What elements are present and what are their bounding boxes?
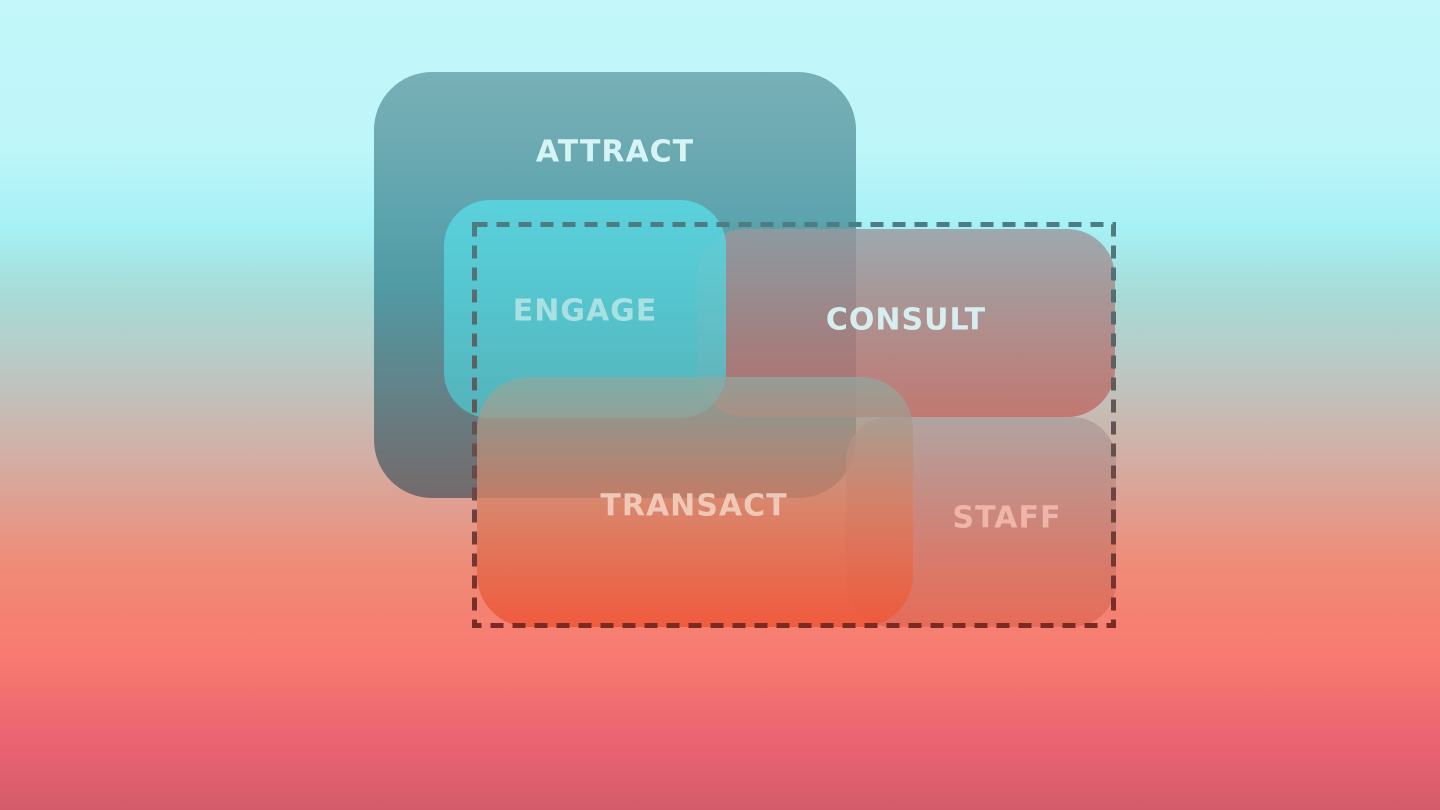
consult-label: CONSULT	[825, 302, 987, 338]
staff-label: STAFF	[952, 500, 1062, 536]
transact-region	[477, 377, 913, 627]
dashed-frame	[472, 222, 1116, 628]
attract-label: ATTRACT	[535, 134, 695, 170]
engage-label: ENGAGE	[512, 293, 658, 329]
transact-label: TRANSACT	[600, 488, 788, 524]
